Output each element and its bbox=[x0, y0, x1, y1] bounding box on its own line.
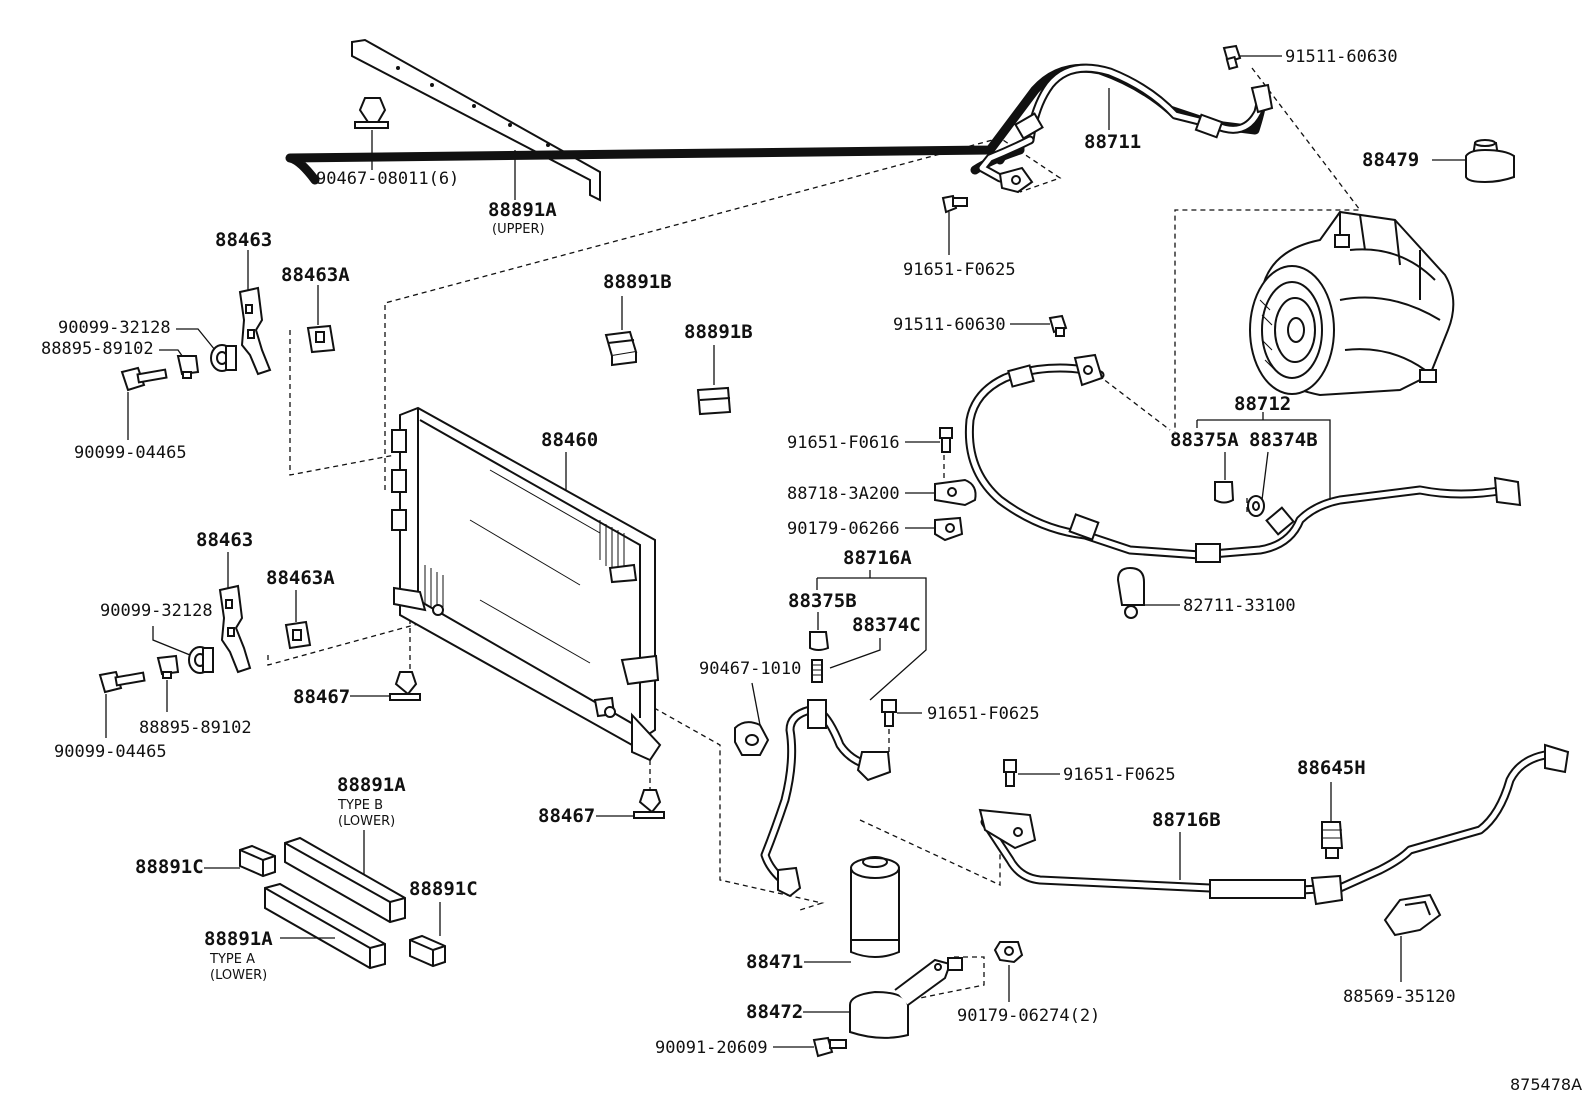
label-88374c: 88374C bbox=[852, 614, 921, 636]
label-88891a-upper-note: (UPPER) bbox=[492, 222, 545, 237]
label-88569-35120: 88569-35120 bbox=[1343, 987, 1456, 1007]
grommet-icon bbox=[210, 344, 237, 372]
nut-icon bbox=[934, 516, 964, 542]
cushion-icon bbox=[409, 934, 446, 968]
bracket-icon bbox=[934, 478, 977, 507]
clamp-icon bbox=[1116, 566, 1145, 619]
support-icon bbox=[264, 882, 386, 970]
grommet-icon bbox=[188, 646, 214, 674]
label-88891a-typeb-note2: (LOWER) bbox=[338, 814, 395, 829]
label-88471: 88471 bbox=[746, 951, 803, 973]
bolt-icon bbox=[812, 1036, 847, 1058]
clamp-icon bbox=[734, 721, 770, 756]
discharge-hose-icon bbox=[970, 63, 1274, 194]
label-91511-60630-top: 91511-60630 bbox=[1285, 47, 1398, 67]
label-88467-1: 88467 bbox=[293, 686, 350, 708]
cushion-icon bbox=[284, 620, 312, 650]
label-88891a-typeb: 88891A bbox=[337, 774, 406, 796]
bolt-icon bbox=[939, 427, 953, 453]
bracket-icon bbox=[238, 286, 272, 376]
label-88645h: 88645H bbox=[1297, 757, 1366, 779]
bolt-icon bbox=[1222, 44, 1242, 71]
label-88463a-top: 88463A bbox=[281, 264, 350, 286]
label-90467-08011: 90467-08011(6) bbox=[316, 169, 459, 189]
label-90091-20609: 90091-20609 bbox=[655, 1038, 768, 1058]
label-88712: 88712 bbox=[1234, 393, 1291, 415]
diagram-id: 875478A bbox=[1510, 1075, 1582, 1094]
label-88716b: 88716B bbox=[1152, 809, 1221, 831]
label-88891a-typeb-note1: TYPE B bbox=[337, 798, 383, 813]
clip-icon bbox=[354, 97, 389, 129]
label-88479: 88479 bbox=[1362, 149, 1419, 171]
label-90099-04465-top: 90099-04465 bbox=[74, 443, 187, 463]
label-91651-f0625-low: 91651-F0625 bbox=[1063, 765, 1176, 785]
label-90099-04465-bot: 90099-04465 bbox=[54, 742, 167, 762]
label-88716a: 88716A bbox=[843, 547, 912, 569]
bolt-icon bbox=[1048, 314, 1068, 337]
o-ring-icon bbox=[1214, 481, 1265, 517]
upper-support-bracket-icon bbox=[351, 38, 601, 202]
label-88891b-1: 88891B bbox=[603, 271, 672, 293]
label-82711-33100: 82711-33100 bbox=[1183, 596, 1296, 616]
label-90179-06274: 90179-06274(2) bbox=[957, 1006, 1100, 1026]
liquid-tube-icon bbox=[978, 743, 1570, 906]
condenser-icon bbox=[391, 406, 662, 762]
label-88895-89102-top: 88895-89102 bbox=[41, 339, 154, 359]
clip-icon bbox=[633, 789, 665, 819]
label-88463-bot: 88463 bbox=[196, 529, 253, 551]
label-88895-89102-bot: 88895-89102 bbox=[139, 718, 252, 738]
label-90099-32128-bot: 90099-32128 bbox=[100, 601, 213, 621]
label-91511-60630-mid: 91511-60630 bbox=[893, 315, 1006, 335]
pressure-switch-icon bbox=[1321, 821, 1344, 859]
label-88460: 88460 bbox=[541, 429, 598, 451]
receiver-dryer-icon bbox=[850, 856, 900, 958]
label-88711: 88711 bbox=[1084, 131, 1141, 153]
bolt-icon bbox=[941, 194, 968, 214]
suction-hose-icon bbox=[964, 353, 1522, 563]
label-90467-1010: 90467-1010 bbox=[699, 659, 801, 679]
label-91651-f0625-top: 91651-F0625 bbox=[903, 260, 1016, 280]
label-88891a-typea: 88891A bbox=[204, 928, 273, 950]
label-88891a-typea-note2: (LOWER) bbox=[210, 968, 267, 983]
label-88375a: 88375A bbox=[1170, 429, 1239, 451]
cap-icon bbox=[1465, 139, 1515, 184]
label-88375b: 88375B bbox=[788, 590, 857, 612]
bolt-icon bbox=[120, 366, 168, 392]
label-88891a-typea-note1: TYPE A bbox=[209, 952, 255, 967]
bolt-icon bbox=[1003, 759, 1017, 787]
label-90099-32128-top: 90099-32128 bbox=[58, 318, 171, 338]
label-91651-f0616: 91651-F0616 bbox=[787, 433, 900, 453]
support-icon bbox=[284, 836, 406, 924]
label-88472: 88472 bbox=[746, 1001, 803, 1023]
cushion-icon bbox=[604, 330, 638, 367]
nut-icon bbox=[993, 941, 1024, 964]
clip-icon bbox=[156, 654, 180, 679]
label-88891a-upper: 88891A bbox=[488, 199, 557, 221]
bracket-icon bbox=[218, 584, 252, 674]
label-88463-top: 88463 bbox=[215, 229, 272, 251]
label-88374b: 88374B bbox=[1249, 429, 1318, 451]
clip-icon bbox=[176, 355, 200, 379]
compressor-icon bbox=[1249, 210, 1455, 397]
cushion-icon bbox=[239, 844, 276, 878]
bracket-icon bbox=[1383, 893, 1442, 937]
label-88463a-bot: 88463A bbox=[266, 567, 335, 589]
bracket-icon bbox=[849, 957, 963, 1039]
liquid-tube-icon bbox=[760, 699, 892, 898]
cushion-icon bbox=[306, 324, 336, 354]
label-88891c-1: 88891C bbox=[135, 856, 204, 878]
label-88467-2: 88467 bbox=[538, 805, 595, 827]
clip-icon bbox=[389, 671, 421, 701]
o-ring-icon bbox=[809, 631, 830, 651]
label-88891c-2: 88891C bbox=[409, 878, 478, 900]
bolt-icon bbox=[881, 699, 897, 727]
label-88718-3a200: 88718-3A200 bbox=[787, 484, 900, 504]
valve-icon bbox=[811, 659, 823, 683]
bolt-icon bbox=[98, 670, 146, 694]
cushion-icon bbox=[696, 386, 732, 416]
label-91651-f0625-mid: 91651-F0625 bbox=[927, 704, 1040, 724]
label-88891b-2: 88891B bbox=[684, 321, 753, 343]
label-90179-06266: 90179-06266 bbox=[787, 519, 900, 539]
